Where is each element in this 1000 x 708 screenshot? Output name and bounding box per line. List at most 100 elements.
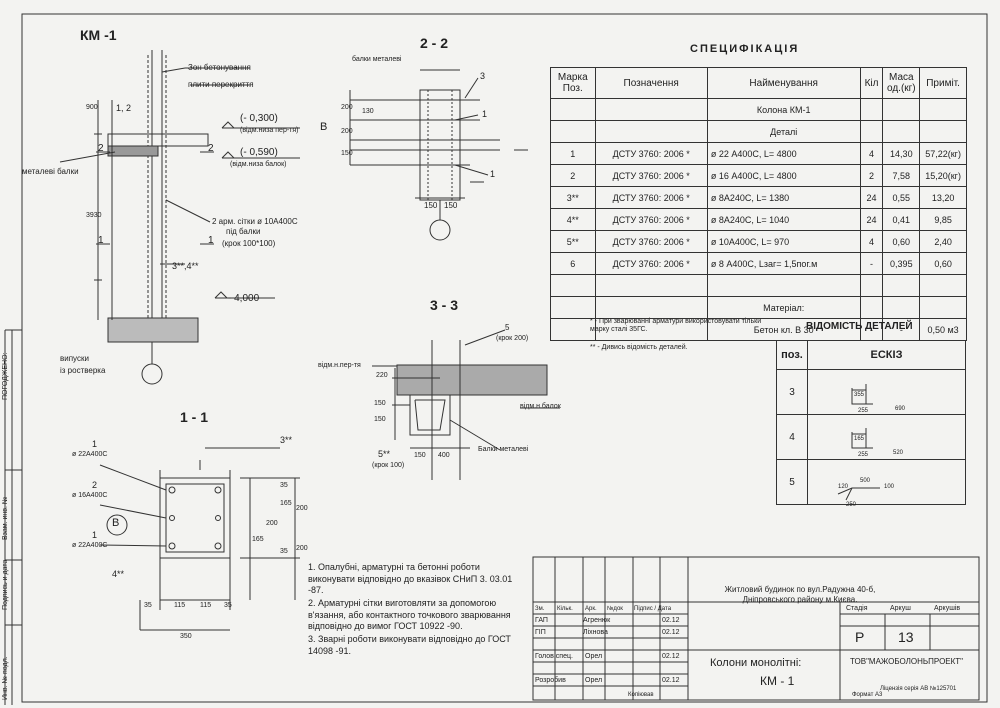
stamp-name: Агренюк: [583, 617, 611, 624]
sec33-label: 150: [374, 400, 386, 407]
sec22-label: 150: [444, 201, 458, 210]
elev-label: металеві балки: [22, 167, 79, 176]
vid-dim: 355: [854, 392, 865, 398]
sec11-label: ø 22A400C: [72, 542, 108, 549]
vid-dim: 255: [858, 408, 869, 414]
sec33-label: 150: [374, 416, 386, 423]
sec33-title: 3 - 3: [430, 297, 459, 313]
spec-cell: ø 8А240С, L= 1040: [706, 208, 861, 231]
elev-label: 2: [98, 143, 104, 154]
sec33-label: 400: [438, 452, 450, 459]
vid-dim: 520: [893, 450, 904, 456]
vid-dim: 500: [860, 478, 871, 484]
sec22-title: 2 - 2: [420, 35, 449, 51]
spec-cell: 2: [859, 164, 884, 187]
stamp-role: ГІП: [535, 629, 546, 636]
stamp-name: Орел: [585, 677, 603, 684]
stamp-date: 02.12: [662, 653, 680, 660]
table-row: Бетон кл. В 30--0,50 м3: [550, 318, 967, 341]
stamp-license: Ліцензія серія АВ №125701: [880, 686, 957, 692]
elev-label: (відм.низа пер-тя): [240, 127, 299, 134]
elev-label: плити перекриття: [188, 80, 254, 89]
sec33-label: відм.н.пер-тя: [318, 362, 361, 369]
general-notes: 1. Опалубні, арматурні та бетонні роботи…: [308, 562, 528, 659]
vid-pos: 5: [776, 459, 808, 505]
note: 1. Опалубні, арматурні та бетонні роботи…: [308, 562, 513, 596]
stamp-role: ГАП: [535, 617, 548, 624]
elev-label: (крок 100*100): [222, 239, 276, 248]
stamp-sheets-h: Аркушів: [934, 605, 961, 612]
sec11-label: 115: [200, 602, 212, 609]
elev-label: випуски: [60, 354, 89, 363]
sec11-label: 35: [224, 602, 232, 609]
sec22-label: B: [320, 121, 328, 133]
note: 2. Арматурні сітки виготовляти за допомо…: [308, 598, 511, 632]
stamp-stage: Р: [855, 629, 865, 645]
elev-label: (- 0,590): [240, 147, 278, 158]
sec33-label: Балки металеві: [478, 446, 529, 453]
vidomist-title: ВІДОМІСТЬ ДЕТАЛЕЙ: [806, 321, 913, 332]
table-row: 3: [776, 369, 966, 415]
vid-dim: 165: [854, 436, 865, 442]
spec-title: СПЕЦИФІКАЦІЯ: [690, 43, 800, 55]
sec11-label: ø 22A400C: [72, 451, 108, 458]
sec11-label: 3**: [280, 435, 293, 445]
stamp-org: ТОВ"МАЖОБОЛОНЬПРОЕКТ": [850, 657, 964, 666]
stamp-format: Формат А3: [852, 692, 883, 698]
vid-dim: 250: [846, 502, 857, 508]
stamp-sheet-h: Аркуш: [890, 605, 911, 612]
sec11-label: 200: [296, 545, 308, 552]
sec11-label: 4**: [112, 569, 125, 579]
sec11-label: 35: [280, 482, 288, 489]
stamp-name: Ліхнова: [583, 629, 608, 636]
stamp-subtitle: КМ - 1: [760, 674, 795, 688]
note: 3. Зварні роботи виконувати відповідно д…: [308, 634, 511, 656]
spec-table: Марка Поз. Позначення Найменування Кіл М…: [550, 67, 967, 341]
stamp-title: Колони монолітні:: [710, 657, 802, 669]
stamp-role: Зм.: [535, 606, 545, 612]
stamp-role: Розробив: [535, 677, 566, 684]
footnote: * - При зварюванні арматури використовув…: [590, 318, 762, 334]
sec22-label: балки металеві: [352, 56, 402, 63]
stamp-copied: Копіював: [628, 692, 654, 698]
elev-label: 1: [98, 235, 104, 246]
vid-dim: 120: [838, 484, 849, 490]
stamp-sheet: 13: [898, 629, 914, 645]
sec11-label: 35: [280, 548, 288, 555]
km-title: КМ -1: [80, 27, 117, 43]
sec22-label: 200: [341, 104, 353, 111]
sec22-label: 1: [490, 169, 496, 179]
sec11-label: 350: [180, 633, 192, 640]
vid-dim: 255: [858, 452, 869, 458]
spec-header: Маса од.(кг): [882, 67, 921, 99]
elev-label: 3**,4**: [172, 261, 199, 271]
vid-dim: 690: [895, 406, 906, 412]
stamp-project: Житловий будинок по вул.Радужна 40-б, Дн…: [724, 585, 876, 604]
footnote: ** - Дивись відомість деталей.: [590, 344, 688, 351]
elev-label: 900: [86, 104, 98, 111]
sec33-label: 150: [414, 452, 426, 459]
stamp-date: 02.12: [662, 677, 680, 684]
sec33-label: 5: [505, 323, 510, 332]
sec11-title: 1 - 1: [180, 409, 209, 425]
sec11-label: 200: [266, 520, 278, 527]
sec11-label: 200: [296, 505, 308, 512]
sec22-label: 150: [341, 150, 353, 157]
sec11-label: ø 16A400C: [72, 492, 108, 499]
sec22-label: 150: [424, 201, 438, 210]
sec22-label: 1: [482, 109, 488, 119]
vidomist-table: поз.ЕСКІЗ 3 4 5: [776, 340, 966, 505]
sec33-label: (крок 100): [372, 462, 405, 469]
elev-label: (відм.низа балок): [230, 161, 287, 168]
sec11-label: 115: [174, 602, 186, 609]
sec22-label: 130: [362, 108, 374, 115]
elev-label: із ростверка: [60, 366, 106, 375]
